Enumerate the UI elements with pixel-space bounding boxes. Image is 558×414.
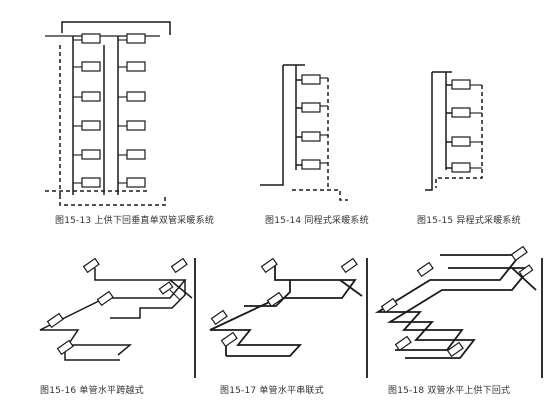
diagram-double-pipe-horizontal xyxy=(374,254,543,378)
diagram-1-radiators xyxy=(81,33,146,188)
diagram-2-radiators xyxy=(301,74,321,170)
diagram-horizontal-series xyxy=(209,258,368,378)
diagram-direct-return xyxy=(425,71,483,191)
diagram-reverse-return xyxy=(260,64,348,201)
caption-double-pipe-horizontal: 图15-18 双管水平上供下回式 xyxy=(388,386,511,396)
caption-vertical-system: 图15-13 上供下回垂直单双管采暖系统 xyxy=(55,216,215,226)
caption-horizontal-bypass: 图15-16 单管水平跨越式 xyxy=(40,386,144,396)
diagram-vertical-single-double-pipe xyxy=(45,21,171,206)
caption-horizontal-series: 图15-17 单管水平串联式 xyxy=(220,386,324,396)
diagram-5-radiators xyxy=(210,257,358,348)
caption-direct-return: 图15-15 异程式采暖系统 xyxy=(417,216,521,226)
diagram-6-radiators xyxy=(380,245,534,358)
diagram-4-radiators xyxy=(46,257,188,356)
diagram-horizontal-bypass xyxy=(39,258,196,378)
diagram-3-radiators xyxy=(451,79,471,173)
caption-reverse-return: 图15-14 同程式采暖系统 xyxy=(265,216,369,226)
